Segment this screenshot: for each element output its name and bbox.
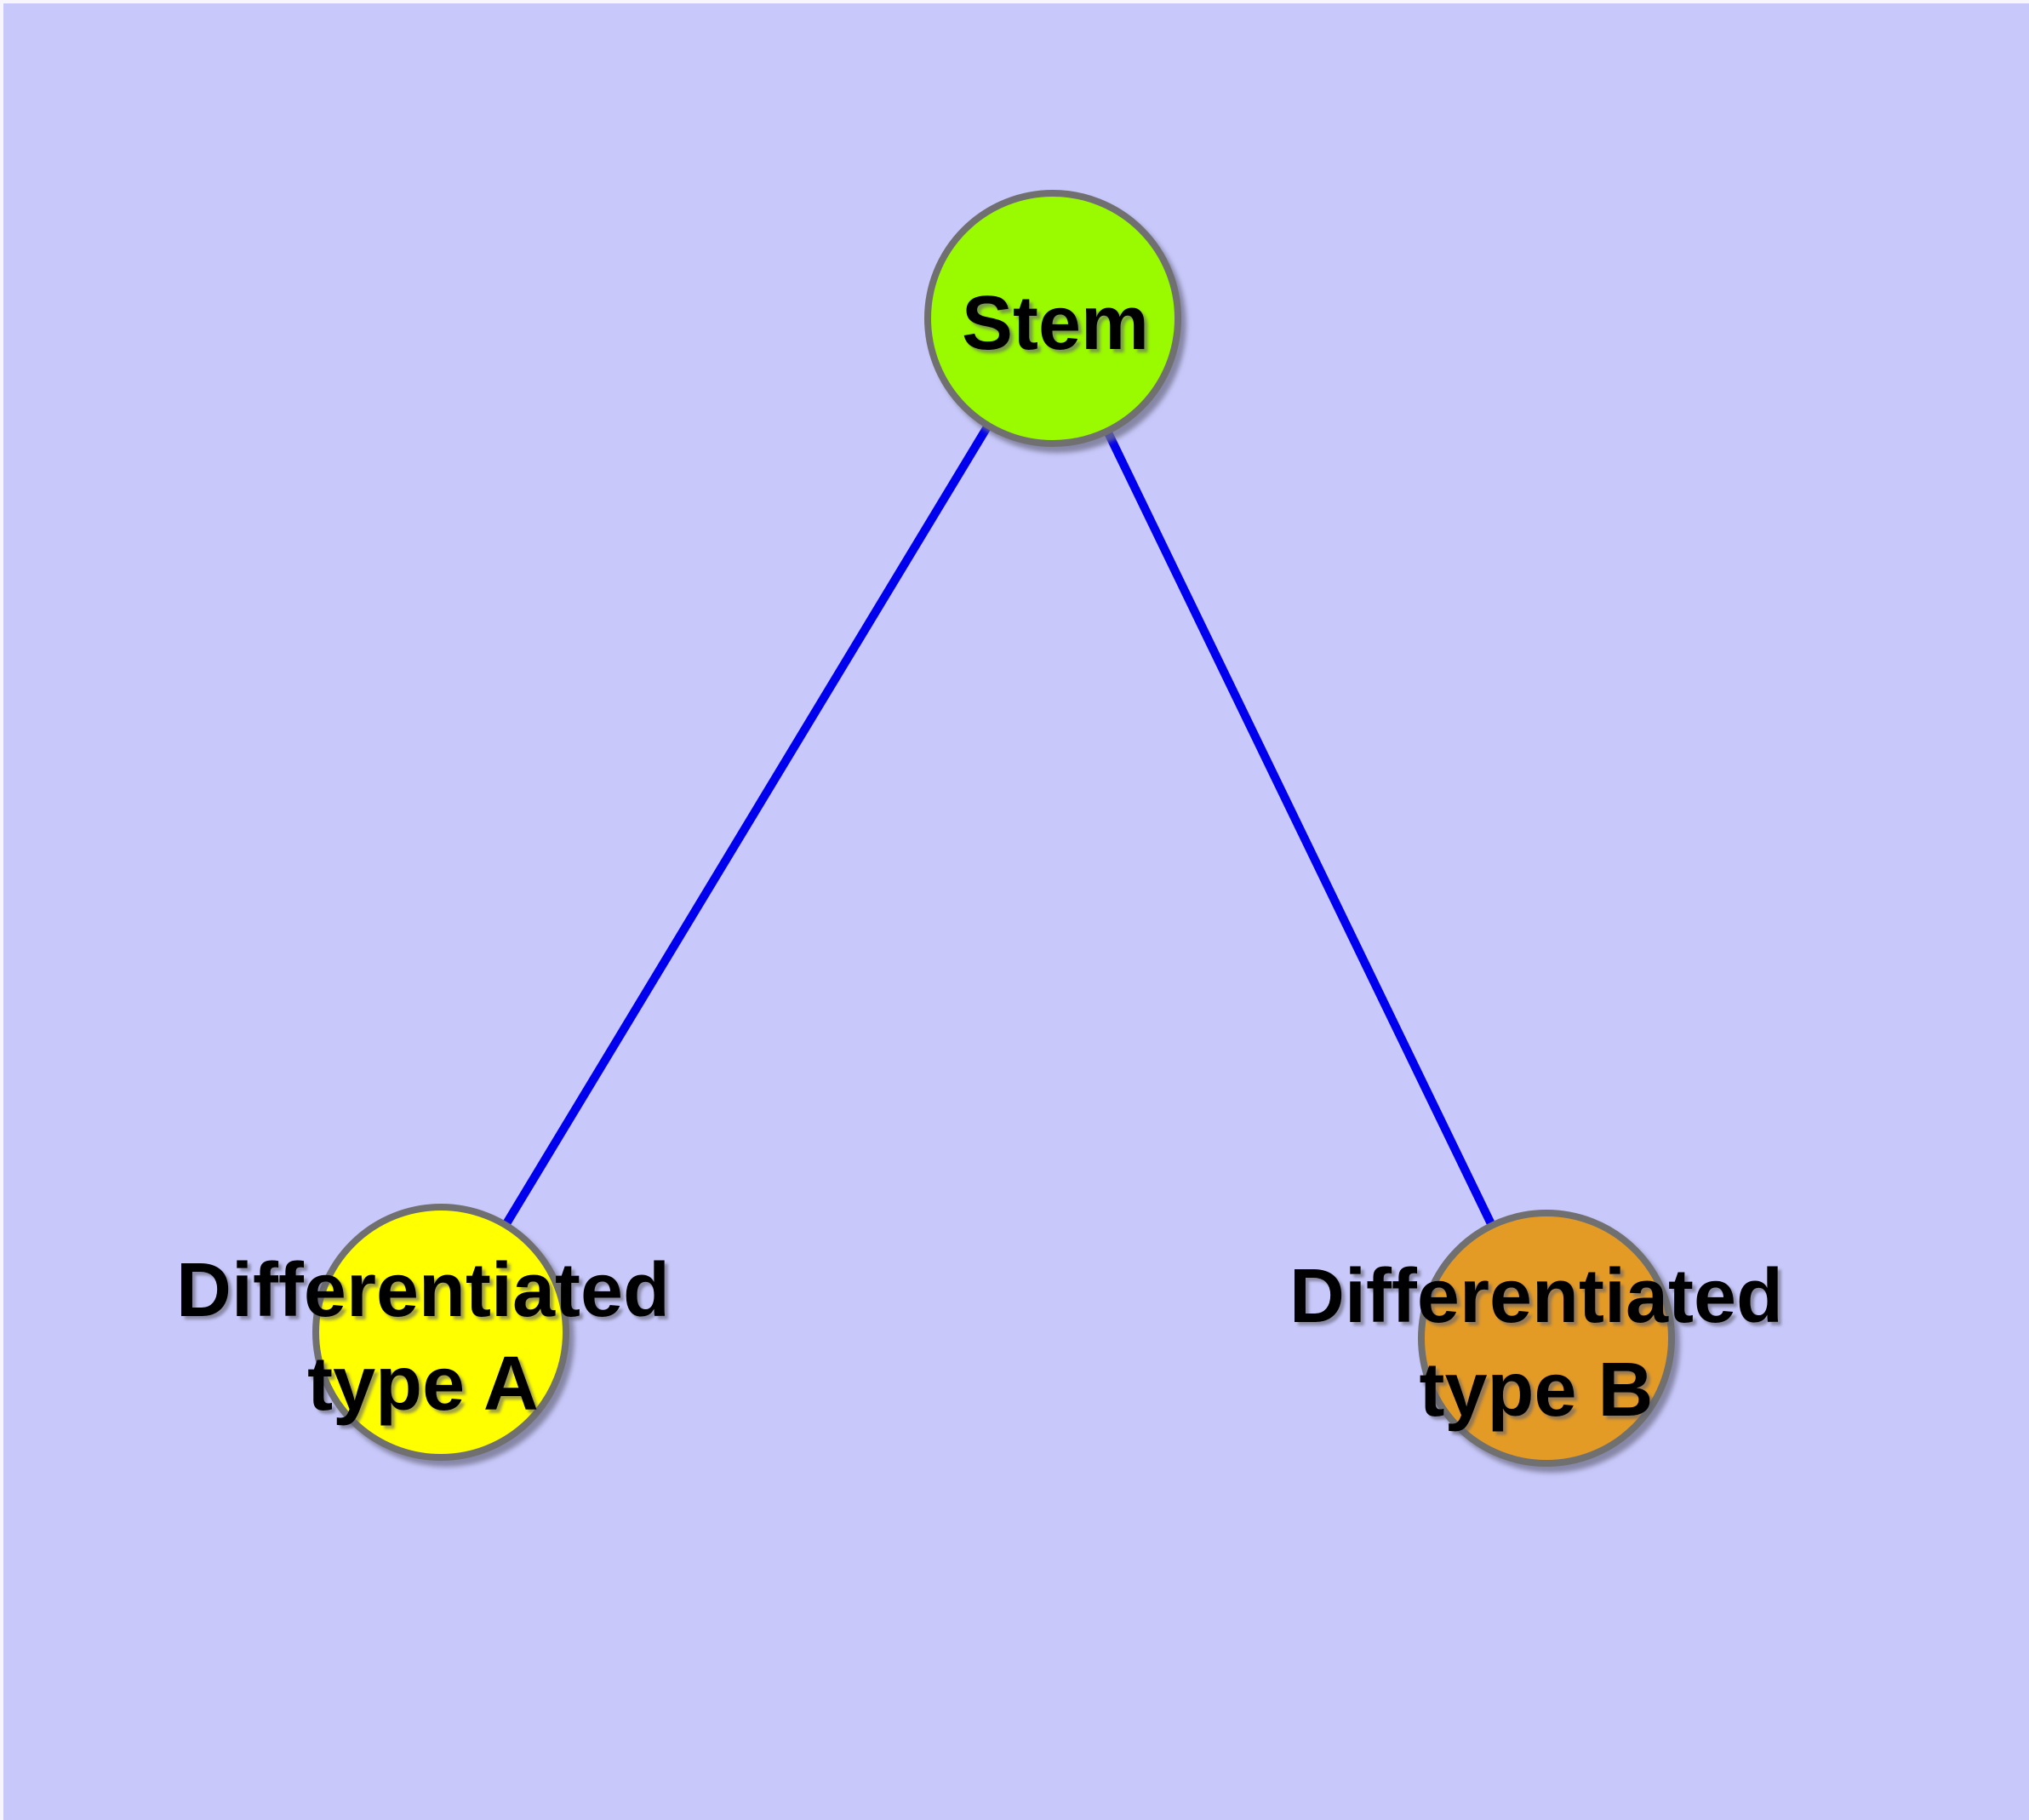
node-differentiated-type-b-label: Differentiated type B	[1289, 1254, 1783, 1433]
node-differentiated-type-b[interactable]	[1418, 1210, 1675, 1467]
node-stem[interactable]	[924, 190, 1181, 447]
node-differentiated-type-b-label-line1: Differentiated	[1289, 1254, 1783, 1339]
node-differentiated-type-a-label: Differentiated type A	[176, 1248, 670, 1427]
node-differentiated-type-a[interactable]	[312, 1204, 569, 1461]
edge-stem-to-typeB[interactable]	[1049, 316, 1551, 1341]
node-differentiated-type-b-label-line2: type B	[1419, 1348, 1653, 1433]
node-differentiated-type-a-label-line1: Differentiated	[176, 1248, 670, 1333]
edge-stem-to-typeA[interactable]	[437, 316, 1057, 1335]
node-differentiated-type-a-label-line2: type A	[307, 1342, 539, 1427]
node-stem-label: Stem	[962, 281, 1149, 366]
